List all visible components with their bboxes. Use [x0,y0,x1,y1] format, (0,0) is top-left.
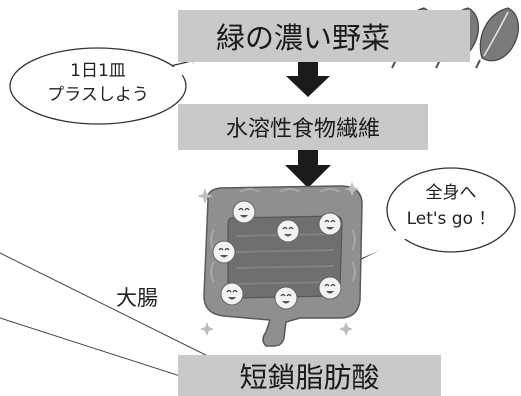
step-soluble-fiber-label: 水溶性食物繊維 [225,117,380,142]
bubble-right-line1: 全身へ [425,183,477,203]
step-soluble-fiber: 水溶性食物繊維 [178,104,428,150]
step-short-chain-fatty-acids-label: 短鎖脂肪酸 [239,360,380,394]
bubble-right-text: 全身へ Let's go ！ [392,180,510,233]
speech-bubble-left [9,47,197,125]
down-arrow-icon [285,150,331,188]
bubble-left-line2: プラスしよう [47,84,149,105]
smiling-bacteria-icon [212,200,342,310]
step-green-vegetables: 緑の濃い野菜 [178,10,470,62]
bubble-left-text: 1日1皿 プラスしよう [12,60,184,108]
intestine-label: 大腸 [116,286,158,310]
large-intestine-illustration [197,182,363,347]
step-green-vegetables-label: 緑の濃い野菜 [216,21,391,55]
bubble-right-line2: Let's go ！ [406,209,496,230]
down-arrow-icon [286,62,330,97]
step-short-chain-fatty-acids: 短鎖脂肪酸 [178,355,441,396]
bubble-left-line1: 1日1皿 [70,61,126,81]
